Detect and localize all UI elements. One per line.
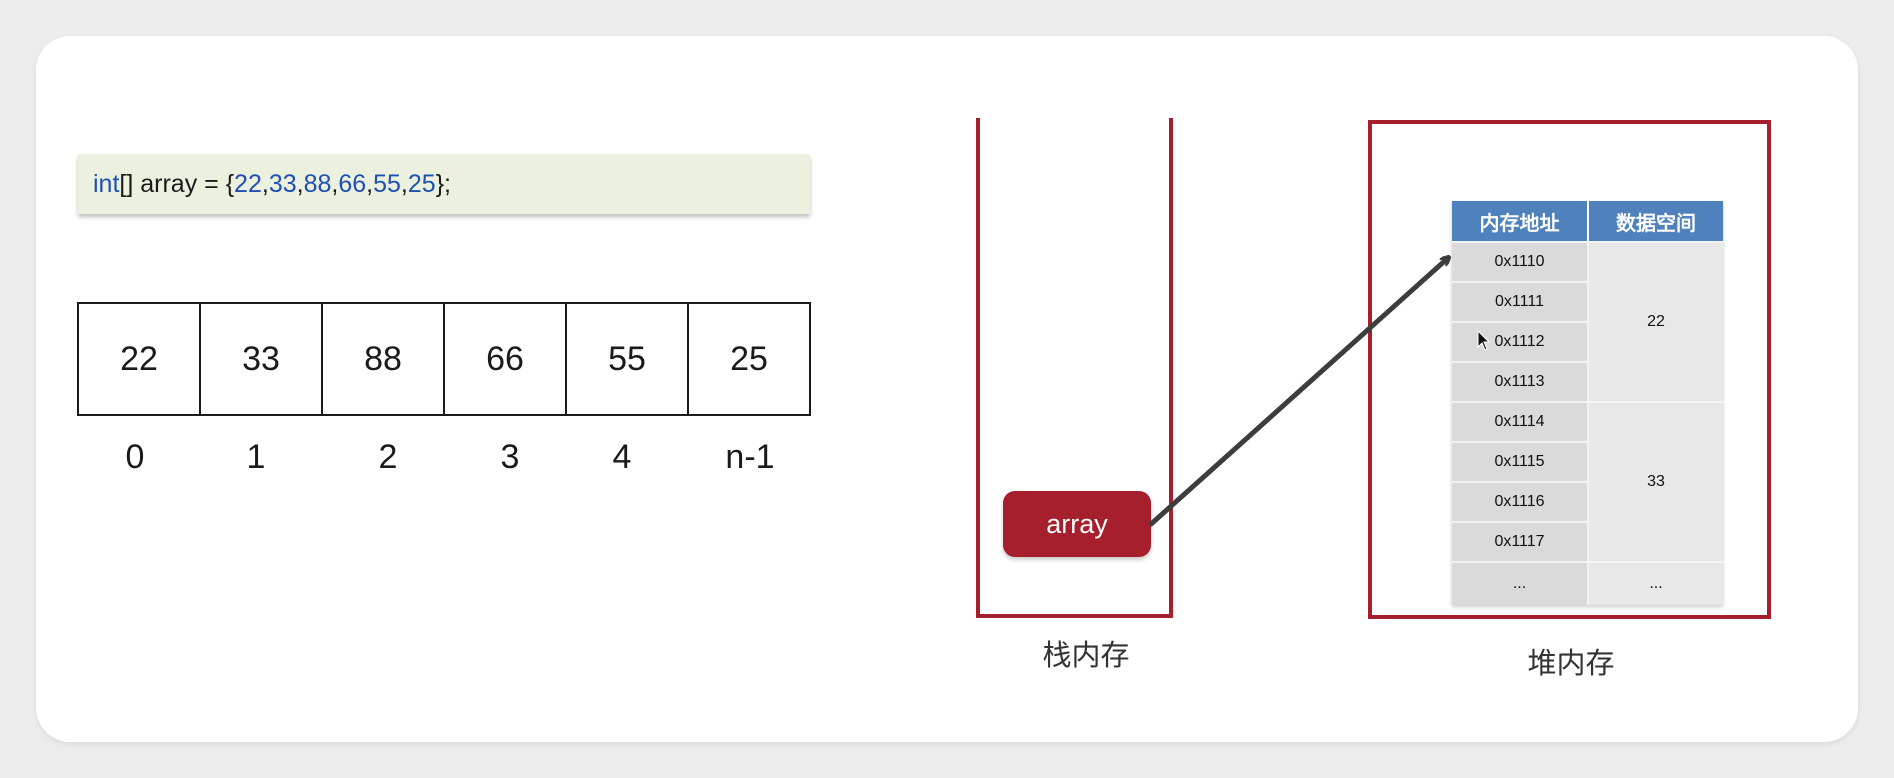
code-declaration: [] array = {	[119, 169, 235, 198]
code-value: 55	[373, 169, 401, 198]
array-cell: 88	[323, 304, 445, 414]
array-cell: 25	[689, 304, 811, 414]
address-column-header: 内存地址	[1452, 201, 1589, 241]
address-cell: 0x1111	[1452, 281, 1589, 321]
array-cell: 33	[201, 304, 323, 414]
table-header-row: 内存地址 数据空间	[1452, 201, 1723, 241]
array-index: 4	[612, 438, 632, 476]
code-type-keyword: int	[93, 169, 120, 198]
address-cell: 0x1116	[1452, 481, 1589, 521]
address-cell: 0x1110	[1452, 241, 1589, 281]
table-row: 0x1116	[1452, 481, 1723, 521]
array-index: 0	[125, 438, 145, 476]
table-row: 0x1114 33	[1452, 401, 1723, 561]
code-value: 25	[407, 169, 436, 198]
address-cell: ...	[1452, 561, 1589, 605]
heap-memory-table: 内存地址 数据空间 0x1110 22 0x1111 0x1112 0x1113…	[1452, 201, 1723, 605]
array-cell: 22	[79, 304, 201, 414]
array-index: 3	[500, 438, 520, 476]
table-row: 0x1110 22	[1452, 241, 1723, 401]
table-row: 0x1111	[1452, 281, 1723, 321]
array-cell: 66	[445, 304, 567, 414]
address-cell: 0x1114	[1452, 401, 1589, 441]
code-snippet: int[] array = {22,33,88,66,55,25};	[78, 154, 810, 214]
array-reference: array	[1003, 491, 1151, 557]
data-cell: 33	[1589, 401, 1723, 561]
data-cell: ...	[1589, 561, 1723, 605]
heap-memory-label: 堆内存	[1527, 648, 1615, 680]
array-index: 2	[378, 438, 398, 476]
table-row: 0x1113	[1452, 361, 1723, 401]
address-cell: 0x1117	[1452, 521, 1589, 561]
table-row: ... ...	[1452, 561, 1723, 605]
table-row: 0x1115	[1452, 441, 1723, 481]
code-end: };	[435, 169, 451, 198]
stack-memory-label: 栈内存	[1042, 640, 1130, 672]
address-cell: 0x1115	[1452, 441, 1589, 481]
table-row: 0x1112	[1452, 321, 1723, 361]
array-cell: 55	[567, 304, 689, 414]
code-value: 33	[268, 169, 297, 198]
table-row: 0x1117	[1452, 521, 1723, 561]
code-value: 88	[303, 169, 332, 198]
data-column-header: 数据空间	[1589, 201, 1723, 241]
mouse-cursor-icon	[1477, 330, 1491, 351]
array-index: 1	[246, 438, 266, 476]
array-diagram: 22 33 88 66 55 25	[77, 302, 811, 416]
data-cell: 22	[1589, 241, 1723, 401]
code-value: 22	[234, 169, 262, 198]
code-value: 66	[338, 169, 367, 198]
array-index: n-1	[725, 438, 775, 476]
address-cell: 0x1113	[1452, 361, 1589, 401]
address-cell: 0x1112	[1452, 321, 1589, 361]
